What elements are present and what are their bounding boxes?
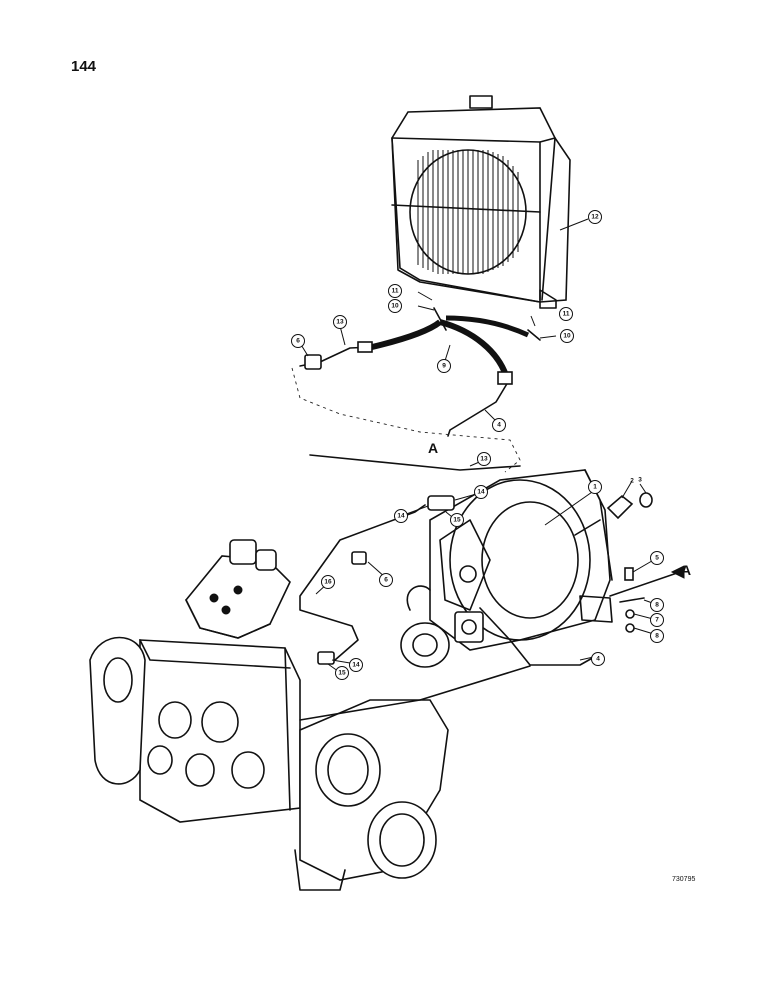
callout-11-right: 11 — [559, 307, 573, 321]
callout-14-upper: 14 — [474, 485, 488, 499]
svg-text:11: 11 — [392, 288, 399, 295]
svg-text:5: 5 — [655, 555, 659, 562]
section-marker-a-lower: A — [681, 562, 691, 578]
svg-text:15: 15 — [453, 517, 461, 524]
svg-text:11: 11 — [563, 311, 570, 318]
svg-text:12: 12 — [591, 214, 599, 221]
callout-6-lower: 6 — [379, 573, 393, 587]
callout-5: 5 — [650, 551, 664, 565]
callout-6-upper: 6 — [291, 334, 305, 348]
callout-4-upper: 4 — [492, 418, 506, 432]
svg-text:4: 4 — [596, 656, 600, 663]
section-marker-a-upper: A — [428, 440, 438, 456]
svg-text:14: 14 — [477, 489, 485, 496]
svg-text:8: 8 — [655, 602, 659, 609]
cooler-hoses — [299, 307, 541, 437]
svg-text:10: 10 — [391, 303, 399, 310]
callout-11-left: 11 — [388, 284, 402, 298]
control-valve — [185, 539, 291, 639]
small-hardware — [619, 567, 645, 633]
svg-text:1: 1 — [593, 484, 597, 491]
callout-10-left: 10 — [388, 299, 402, 313]
callout-4-lower: 4 — [591, 652, 605, 666]
svg-text:16: 16 — [324, 579, 332, 586]
svg-text:15: 15 — [338, 670, 346, 677]
radiator-core-fins — [417, 150, 519, 274]
svg-text:10: 10 — [563, 333, 571, 340]
svg-text:6: 6 — [384, 577, 388, 584]
callout-10-right: 10 — [560, 329, 574, 343]
callout-9: 9 — [437, 359, 451, 373]
illustration-reference-code: 730795 — [672, 876, 696, 883]
callout-8-upper: 8 — [650, 598, 664, 612]
svg-text:6: 6 — [296, 338, 300, 345]
callout-3: 3 — [638, 477, 642, 484]
callout-14-middle: 14 — [394, 509, 408, 523]
svg-text:3: 3 — [638, 477, 642, 484]
callout-12: 12 — [588, 210, 602, 224]
svg-text:8: 8 — [655, 633, 659, 640]
callout-1: 1 — [588, 480, 602, 494]
callout-15-lower: 15 — [335, 666, 349, 680]
svg-text:7: 7 — [655, 617, 659, 624]
callout-16: 16 — [321, 575, 335, 589]
callout-13-lower: 13 — [477, 452, 491, 466]
svg-text:4: 4 — [497, 422, 501, 429]
svg-text:14: 14 — [397, 513, 405, 520]
svg-text:13: 13 — [480, 456, 488, 463]
svg-text:2: 2 — [630, 478, 634, 485]
callout-14-lower: 14 — [349, 658, 363, 672]
callout-13-upper: 13 — [333, 315, 347, 329]
svg-text:13: 13 — [336, 319, 344, 326]
page-number: 144 — [71, 58, 97, 75]
callout-8-lower: 8 — [650, 629, 664, 643]
callout-15-upper: 15 — [450, 513, 464, 527]
gearbox-axle — [89, 636, 449, 891]
callout-2: 2 — [630, 478, 634, 485]
callout-7: 7 — [650, 613, 664, 627]
svg-text:14: 14 — [352, 662, 360, 669]
transmission-pipes — [299, 454, 681, 721]
svg-text:9: 9 — [442, 363, 446, 370]
transmission-housing — [400, 469, 613, 668]
radiator-assembly — [391, 95, 571, 309]
